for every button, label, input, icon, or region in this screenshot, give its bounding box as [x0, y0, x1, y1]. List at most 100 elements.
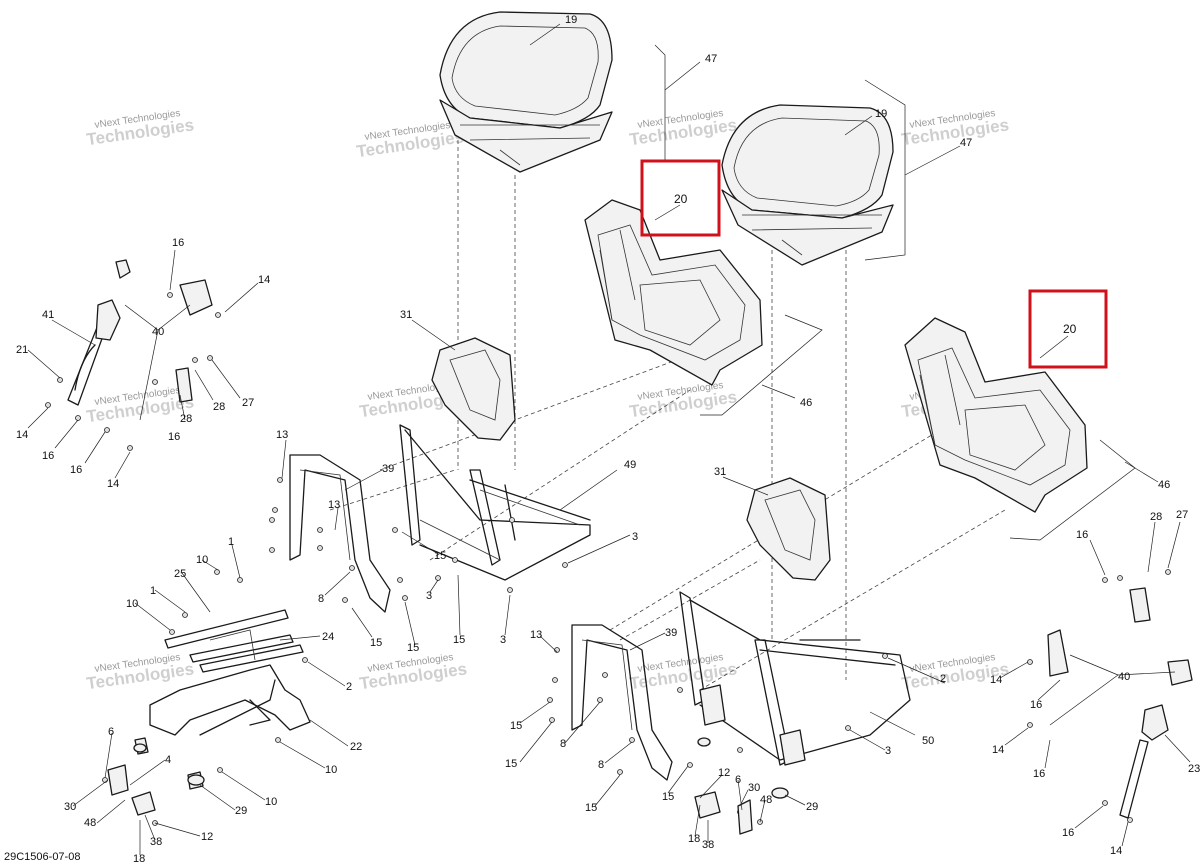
seat-frame-50	[679, 591, 911, 766]
highlight-box-right	[1028, 289, 1108, 369]
bumpers-29	[133, 737, 789, 799]
callout-label: 48	[760, 794, 772, 806]
callout-label: 19	[875, 108, 887, 120]
callout-label: 28	[180, 413, 192, 425]
callout-label: 4	[165, 754, 171, 766]
callout-label: 15	[585, 802, 597, 814]
callout-labels: 19 47 19 47 46 46 31 31 49 50 39 39 16 1…	[16, 14, 1200, 864]
callout-label: 10	[265, 796, 277, 808]
callout-label: 19	[565, 14, 577, 26]
callout-label-20-left: 20	[674, 192, 688, 206]
callout-label: 16	[1062, 827, 1074, 839]
callout-label: 18	[133, 853, 145, 864]
seat-bolster-31-left	[431, 337, 516, 441]
callout-brackets	[654, 44, 1136, 541]
callout-label: 16	[42, 450, 54, 462]
callout-label: 27	[1176, 509, 1188, 521]
callout-label: 10	[126, 598, 138, 610]
callout-label: 22	[350, 741, 362, 753]
callout-label: 39	[382, 463, 394, 475]
callout-label: 16	[1033, 768, 1045, 780]
callout-label: 47	[960, 137, 972, 149]
callout-label: 47	[705, 53, 717, 65]
highlighted-callouts: 20 20	[640, 159, 1108, 369]
hardware-bolts	[45, 292, 1171, 826]
callout-label: 10	[325, 764, 337, 776]
callout-label: 15	[370, 637, 382, 649]
diagram-code: 29C1506-07-08	[4, 851, 80, 863]
callout-label: 40	[152, 326, 164, 338]
seat-frame-49	[399, 424, 591, 581]
callout-label: 16	[168, 431, 180, 443]
seat-backrest-20-left	[584, 199, 763, 386]
callout-label: 13	[276, 429, 288, 441]
callout-label: 31	[400, 309, 412, 321]
callout-label: 2	[346, 681, 352, 693]
callout-label: 16	[70, 464, 82, 476]
side-bracket-39-right	[571, 624, 673, 781]
callout-label: 10	[196, 554, 208, 566]
seat-cushion-19-right	[721, 104, 894, 266]
callout-label: 2	[940, 673, 946, 685]
seat-cushion-19-left	[439, 11, 613, 173]
callout-label: 6	[735, 774, 741, 786]
callout-label: 14	[990, 674, 1002, 686]
callout-label: 50	[922, 735, 934, 747]
callout-label: 16	[1076, 529, 1088, 541]
callout-label: 28	[213, 401, 225, 413]
callout-label: 46	[800, 397, 812, 409]
callout-label: 29	[235, 805, 247, 817]
callout-label: 1	[228, 536, 234, 548]
slider-rails-24-25	[164, 609, 304, 673]
callout-label: 14	[258, 274, 270, 286]
latch-brackets	[107, 764, 753, 835]
callout-label: 28	[1150, 511, 1162, 523]
callout-label: 8	[560, 738, 566, 750]
callout-label: 41	[42, 309, 54, 321]
callout-label: 3	[885, 745, 891, 757]
callout-label: 15	[407, 642, 419, 654]
callout-label: 8	[598, 759, 604, 771]
callout-label: 3	[632, 531, 638, 543]
callout-label: 38	[150, 836, 162, 848]
callout-label: 16	[1030, 699, 1042, 711]
callout-label: 8	[318, 593, 324, 605]
seat-backrest-20-right	[904, 317, 1088, 513]
callout-label: 40	[1118, 671, 1130, 683]
callout-label: 49	[624, 459, 636, 471]
callout-label: 14	[107, 478, 119, 490]
callout-label: 48	[84, 817, 96, 829]
callout-label: 46	[1158, 479, 1170, 491]
callout-label: 14	[992, 744, 1004, 756]
callout-label: 18	[688, 833, 700, 845]
seat-bolster-31-right	[746, 477, 831, 581]
callout-label: 15	[505, 758, 517, 770]
callout-label: 16	[172, 237, 184, 249]
callout-label: 15	[662, 791, 674, 803]
callout-label: 15	[510, 720, 522, 732]
leader-lines	[27, 23, 1191, 855]
callout-label: 15	[434, 550, 446, 562]
callout-label: 29	[806, 801, 818, 813]
callout-label: 23	[1188, 763, 1200, 775]
callout-label: 1	[150, 585, 156, 597]
callout-label: 6	[108, 726, 114, 738]
callout-label: 13	[328, 499, 340, 511]
callout-label: 12	[201, 831, 213, 843]
callout-label: 3	[426, 590, 432, 602]
seatbelt-41	[67, 259, 213, 406]
callout-label-20-right: 20	[1063, 322, 1077, 336]
callout-label: 12	[718, 767, 730, 779]
side-bracket-39-left	[289, 454, 391, 613]
callout-label: 25	[174, 568, 186, 580]
highlight-box-left	[640, 159, 721, 237]
callout-label: 13	[530, 629, 542, 641]
callout-label: 39	[665, 627, 677, 639]
callout-label: 3	[500, 634, 506, 646]
callout-label: 15	[453, 634, 465, 646]
callout-label: 21	[16, 344, 28, 356]
callout-label: 27	[242, 397, 254, 409]
callout-label: 14	[1110, 845, 1122, 857]
callout-label: 30	[748, 782, 760, 794]
